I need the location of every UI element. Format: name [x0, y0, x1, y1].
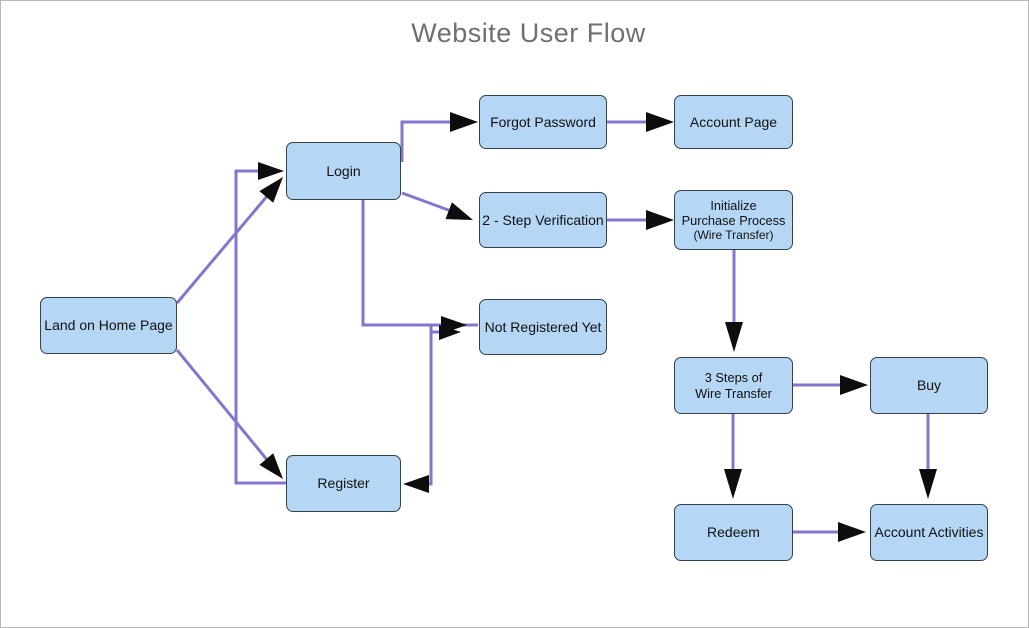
arrowhead-buy-to-account-activities: [919, 469, 937, 499]
node-buy[interactable]: Buy: [870, 357, 988, 414]
arrowhead-two-step-to-initialize: [646, 210, 674, 230]
arrowhead-three-steps-to-buy: [840, 375, 868, 395]
arrowhead-register-to-not-registered: [439, 325, 461, 340]
node-label: 2 - Step Verification: [482, 211, 604, 228]
arrowhead-initialize-to-three-steps: [725, 322, 743, 352]
node-label: Purchase Process: [681, 212, 786, 228]
edge-register-to-login: [234, 169, 286, 485]
node-not-registered-yet[interactable]: Not Registered Yet: [479, 299, 607, 355]
arrowhead-forgot-to-account-page: [646, 112, 674, 132]
node-label: Buy: [916, 377, 942, 394]
node-label: Account Page: [689, 113, 778, 130]
node-label: Initialize: [710, 197, 757, 213]
edge-land-on-home-page-to-register: [175, 349, 270, 462]
node-forgot-password[interactable]: Forgot Password: [479, 95, 607, 149]
arrowhead-land-to-register: [259, 453, 283, 479]
node-three-steps-of-wire-transfer[interactable]: 3 Steps of Wire Transfer: [674, 357, 793, 414]
node-two-step-verification[interactable]: 2 - Step Verification: [479, 192, 607, 248]
node-label: Register: [317, 475, 370, 492]
node-label: Redeem: [707, 524, 760, 541]
node-label: (Wire Transfer): [693, 228, 774, 243]
node-login[interactable]: Login: [286, 142, 401, 200]
arrowhead-not-registered-to-register: [403, 475, 429, 493]
arrowhead-three-steps-to-redeem: [724, 469, 742, 499]
node-initialize-purchase-process[interactable]: Initialize Purchase Process (Wire Transf…: [674, 190, 793, 250]
arrowhead-login-to-forgot-password: [450, 112, 478, 132]
node-account-activities[interactable]: Account Activities: [870, 504, 988, 561]
diagram-title: Website User Flow: [411, 18, 646, 48]
node-redeem[interactable]: Redeem: [674, 504, 793, 561]
node-register[interactable]: Register: [286, 455, 401, 512]
node-label: Not Registered Yet: [484, 318, 602, 335]
node-label: Land on Home Page: [44, 317, 173, 334]
edge-login-to-two-step-verification: [401, 191, 452, 213]
edge-login-to-not-registered-yet: [361, 200, 478, 327]
node-account-page[interactable]: Account Page: [674, 95, 793, 149]
arrowhead-register-to-login: [258, 162, 284, 180]
node-label: Wire Transfer: [695, 385, 772, 401]
node-label: 3 Steps of: [704, 370, 763, 386]
edge-land-on-home-page-to-login: [175, 194, 270, 304]
node-land-on-home-page[interactable]: Land on Home Page: [40, 297, 177, 354]
edge-login-to-forgot-password: [400, 120, 452, 162]
arrowhead-redeem-to-account-activities: [838, 522, 866, 542]
arrowhead-land-to-login: [259, 177, 283, 203]
node-label: Login: [326, 162, 361, 179]
node-label: Account Activities: [874, 524, 984, 541]
arrowhead-login-to-two-step: [445, 202, 473, 220]
node-label: Forgot Password: [490, 113, 596, 130]
edge-not-registered-register-route: [427, 325, 433, 486]
